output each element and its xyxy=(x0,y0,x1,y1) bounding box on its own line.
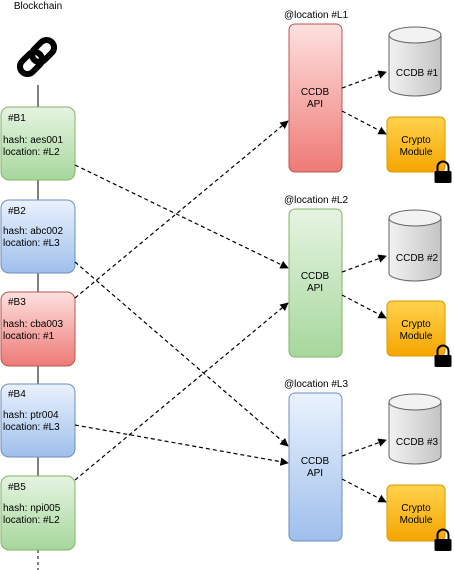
block-b1-id: #B1 xyxy=(8,113,26,124)
crypto-module-l1-label-line2: Module xyxy=(400,147,433,158)
database-icon xyxy=(388,393,442,465)
link-api-l1-to-db xyxy=(341,70,387,89)
location-l3-label: @location #L3 xyxy=(284,379,349,390)
ccdb-l1-db-label: CCDB #1 xyxy=(396,68,439,79)
crypto-module-l2-label-line2: Module xyxy=(400,331,433,342)
location-l1: @location #L1 CCDB API CCDB #1 Crypto Mo… xyxy=(284,10,452,183)
location-l3: @location #L3 CCDB API CCDB #3 Crypto Mo… xyxy=(284,379,452,551)
block-b5-hash: hash: npi005 xyxy=(3,503,61,514)
block-b4-box xyxy=(0,383,76,458)
ccdb-api-l2-label-line1: CCDB xyxy=(301,271,330,282)
block-to-location-links xyxy=(74,120,289,481)
location-l1-label: @location #L1 xyxy=(284,10,349,21)
block-b5-box xyxy=(0,475,76,551)
location-l2: @location #L2 CCDB API CCDB #2 Crypto Mo… xyxy=(284,195,452,367)
link-api-l3-to-module xyxy=(341,478,387,503)
crypto-module-l3-label-line2: Module xyxy=(400,515,433,526)
block-b2: #B2 hash: abc002 location: #L3 xyxy=(0,199,76,274)
crypto-module-l3 xyxy=(386,484,446,542)
block-b2-box xyxy=(0,199,76,274)
link-b1-to-l2 xyxy=(74,164,289,269)
ccdb-api-l1-label-line1: CCDB xyxy=(301,87,330,98)
block-b2-location: location: #L3 xyxy=(3,238,60,249)
padlock-icon xyxy=(434,160,452,183)
block-b3-location: location: #1 xyxy=(3,331,55,342)
block-b4-location: location: #L3 xyxy=(3,422,60,433)
blockchain-title: Blockchain xyxy=(14,1,62,12)
link-b5-to-l2 xyxy=(74,302,289,481)
crypto-module-l3-label-line1: Crypto xyxy=(401,503,431,514)
chain-link-icon xyxy=(16,36,58,78)
ccdb-api-l3-label-line2: API xyxy=(307,468,323,479)
link-b3-to-l1 xyxy=(74,120,289,299)
ccdb-api-l3-label-line1: CCDB xyxy=(301,456,330,467)
padlock-icon xyxy=(434,344,452,367)
database-icon xyxy=(388,209,442,282)
ccdb-api-l2-label-line2: API xyxy=(307,283,323,294)
link-b4-to-l3 xyxy=(74,424,289,466)
location-l2-label: @location #L2 xyxy=(284,195,349,206)
block-b5: #B5 hash: npi005 location: #L2 xyxy=(0,475,76,551)
block-b3-id: #B3 xyxy=(8,297,26,308)
block-b3: #B3 hash: cba003 location: #1 xyxy=(0,291,76,367)
block-b2-id: #B2 xyxy=(8,206,26,217)
link-api-l3-to-db xyxy=(341,438,387,457)
ccdb-api-l3 xyxy=(288,392,343,542)
ccdb-l3-db-label: CCDB #3 xyxy=(396,437,439,448)
block-b2-hash: hash: abc002 xyxy=(3,226,63,237)
block-b4-id: #B4 xyxy=(8,389,26,400)
block-b1-location: location: #L2 xyxy=(3,147,60,158)
block-b1-box xyxy=(0,106,76,181)
block-b3-hash: hash: cba003 xyxy=(3,319,63,330)
link-api-l1-to-module xyxy=(341,110,387,135)
database-icon xyxy=(388,26,442,97)
ccdb-api-l1-label-line2: API xyxy=(307,99,323,110)
crypto-module-l1-label-line1: Crypto xyxy=(401,135,431,146)
crypto-module-l2 xyxy=(386,300,446,357)
crypto-module-l1 xyxy=(386,116,446,173)
block-b3-box xyxy=(0,291,76,367)
link-api-l2-to-db xyxy=(341,254,387,273)
link-b2-to-l3 xyxy=(74,261,289,447)
block-b1: #B1 hash: aes001 location: #L2 xyxy=(0,106,76,181)
crypto-module-l2-label-line1: Crypto xyxy=(401,319,431,330)
block-b4-hash: hash: ptr004 xyxy=(3,410,59,421)
link-api-l2-to-module xyxy=(341,294,387,319)
ccdb-l2-db-label: CCDB #2 xyxy=(396,253,439,264)
block-b5-location: location: #L2 xyxy=(3,515,60,526)
ccdb-api-l1 xyxy=(288,23,343,173)
ccdb-api-l2 xyxy=(288,208,343,358)
padlock-icon xyxy=(434,528,452,551)
block-b4: #B4 hash: ptr004 location: #L3 xyxy=(0,383,76,458)
block-b1-hash: hash: aes001 xyxy=(3,135,63,146)
block-b5-id: #B5 xyxy=(8,482,26,493)
